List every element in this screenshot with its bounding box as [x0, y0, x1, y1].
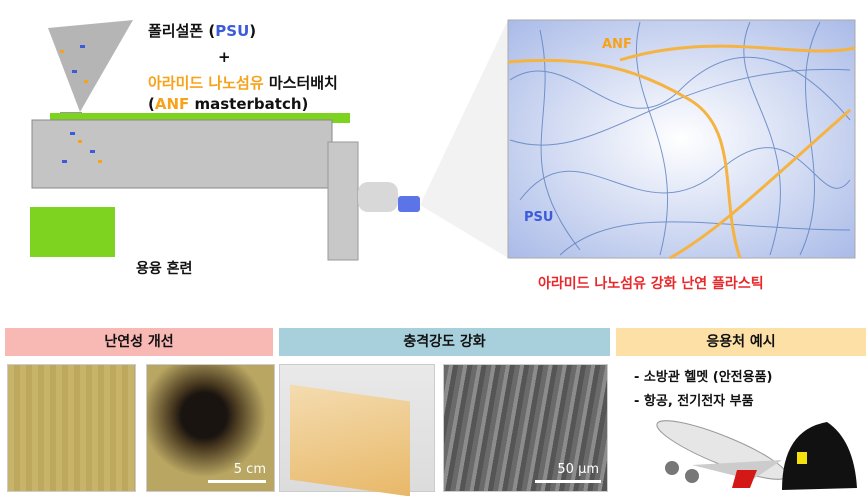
- scale-bar-label-5cm: 5 cm: [233, 462, 266, 477]
- inset-caption: 아라미드 나노섬유 강화 난연 플라스틱: [538, 276, 764, 292]
- motor-box: [30, 207, 115, 257]
- sample-before-burn-photo: [7, 364, 136, 492]
- plus-sign: +: [218, 48, 231, 66]
- fiber-network-inset: [420, 19, 856, 260]
- anf-open: (: [148, 95, 155, 113]
- impact-specimen-photo: [279, 364, 435, 496]
- twin-screw-extruder-illustration: [30, 20, 420, 261]
- masterbatch-korean: 마스터배치: [263, 74, 338, 92]
- psu-korean: 폴리설폰 (: [148, 22, 216, 40]
- psu-label: 폴리설폰 (PSU): [148, 20, 256, 41]
- scale-bar: [535, 480, 601, 483]
- masterbatch-english: masterbatch): [189, 95, 309, 113]
- airplane-and-helmet-illustration: [656, 420, 857, 490]
- scale-bar: [208, 480, 266, 483]
- sample-after-burn-photo: 5 cm: [146, 364, 275, 492]
- panel-header-flame-retardancy: 난연성 개선: [5, 328, 273, 356]
- anf-label: 아라미드 나노섬유 마스터배치: [148, 72, 338, 93]
- anf-korean: 아라미드 나노섬유: [148, 74, 264, 92]
- psu-abbr: PSU: [215, 22, 250, 40]
- extrudate: [398, 196, 420, 212]
- sem-image: 50 μm: [443, 364, 608, 492]
- application-item: - 항공, 전기전자 부품: [634, 394, 754, 409]
- panel-header-applications: 응용처 예시: [616, 328, 866, 356]
- psu-suffix: ): [249, 22, 257, 40]
- anf-abbr: ANF: [154, 95, 190, 113]
- inset-psu-label: PSU: [524, 210, 554, 225]
- scale-bar-label-50um: 50 μm: [557, 462, 599, 477]
- melt-compounding-label: 용융 혼련: [136, 261, 193, 277]
- hopper: [48, 20, 133, 112]
- panel-header-impact-strength: 충격강도 강화: [279, 328, 610, 356]
- anf-english-label: (ANF masterbatch): [148, 95, 308, 113]
- inset-anf-label: ANF: [602, 37, 632, 52]
- application-item: - 소방관 헬멧 (안전용품): [634, 370, 773, 385]
